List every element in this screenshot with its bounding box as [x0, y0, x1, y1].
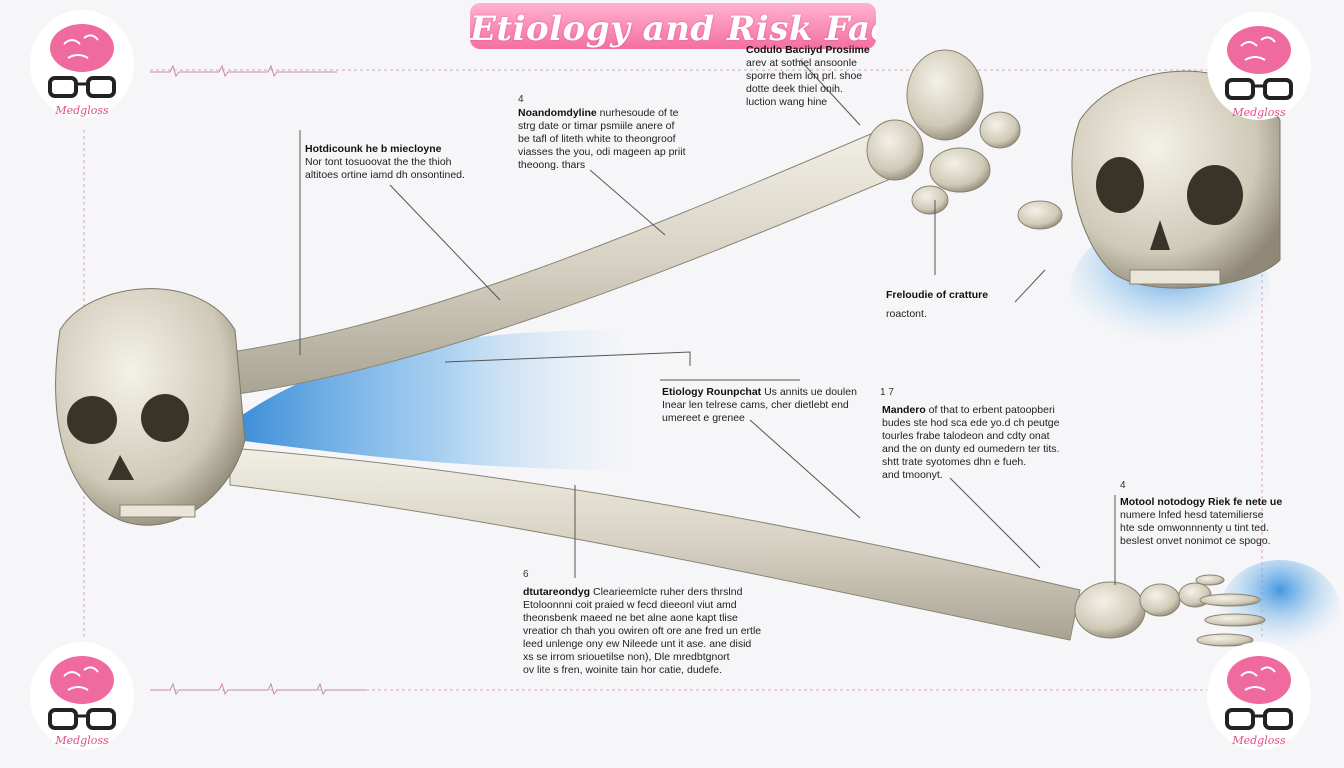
upper-joint	[866, 49, 1063, 230]
annotation-number: 4	[1120, 480, 1126, 491]
brand-label: Medgloss	[1232, 106, 1286, 119]
brand-label: Medgloss	[55, 104, 109, 117]
brand-label: Medgloss	[55, 734, 109, 747]
title-banner: Etiology and Risk Factors	[470, 3, 876, 49]
hand-bones	[1074, 574, 1266, 647]
brand-label: Medgloss	[1232, 734, 1286, 747]
skull-right	[1071, 70, 1281, 289]
brand-logo-bottom-left: Medgloss	[28, 640, 136, 752]
annotation-upper-mid: Noandomdyline nurhesoude of te strg date…	[518, 107, 686, 171]
brain-glasses-icon	[1225, 26, 1293, 100]
annotation-right-upper: Freloudie of cratture roactont.	[886, 289, 989, 320]
nerve-fan	[235, 330, 640, 470]
brain-glasses-icon	[48, 656, 116, 730]
annotation-top-center: Codulo Baciiyd Prosiime arev at sothiel …	[746, 44, 870, 108]
brand-logo-bottom-right: Medgloss	[1205, 640, 1313, 752]
annotation-upper-left: Hotdicounk he b miecloyne Nor tont tosuo…	[305, 143, 465, 181]
leader-lines	[299, 59, 1116, 585]
brain-glasses-icon	[48, 24, 116, 98]
annotation-far-right: Motool notodogy Riek fe nete ue numere l…	[1120, 496, 1283, 547]
annotation-bottom-left: dtutareondyg Clearieemlcte ruher ders th…	[523, 586, 762, 676]
annotation-center: Etiology Rounpchat Us annits ue doulen I…	[662, 386, 857, 424]
annotation-right-mid: Mandero of that to erbent patoopberi bud…	[882, 404, 1060, 481]
page-title: Etiology and Risk Factors	[470, 9, 876, 49]
lower-bone	[229, 447, 1081, 641]
annotation-number: 6	[523, 569, 529, 580]
brain-glasses-icon	[1225, 656, 1293, 730]
skull-left	[55, 288, 246, 526]
frame-ecg	[150, 64, 366, 696]
brand-logo-top-right: Medgloss	[1205, 10, 1313, 122]
annotation-number: 1 7	[880, 387, 894, 398]
nerve-glow-hand	[1220, 560, 1340, 660]
brand-logo-top-left: Medgloss	[28, 8, 136, 120]
annotation-number: 4	[518, 94, 524, 105]
